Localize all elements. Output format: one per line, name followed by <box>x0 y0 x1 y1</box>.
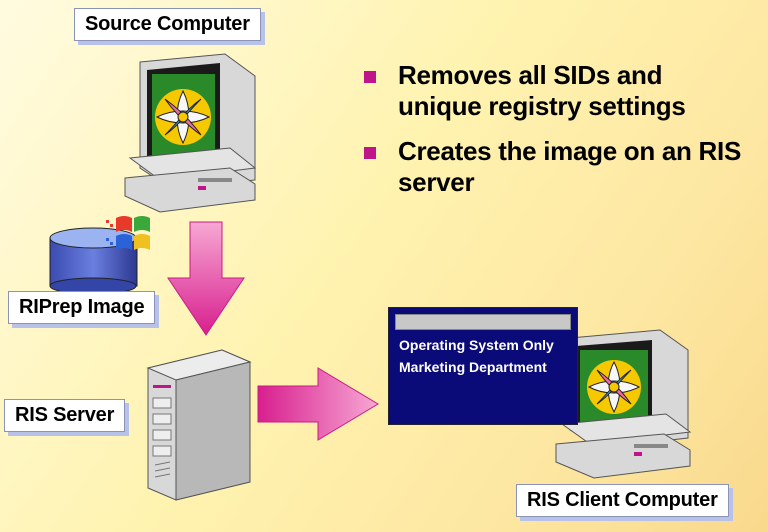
riprep-image-label: RIPrep Image <box>8 291 156 324</box>
window-title-bar <box>395 314 571 330</box>
windows-logo-icon <box>106 216 150 250</box>
source-computer-label: Source Computer <box>74 8 261 41</box>
bullet-text: Creates the image on an RIS server <box>398 136 742 197</box>
image-option-marketing[interactable]: Marketing Department <box>399 359 547 375</box>
image-window: Operating System Only Marketing Departme… <box>388 307 578 425</box>
ris-server-label: RIS Server <box>4 399 126 432</box>
bullet-marker <box>364 71 376 83</box>
bullet-item: Creates the image on an RIS server <box>360 136 750 198</box>
source-computer-icon <box>124 53 257 213</box>
bullet-text: Removes all SIDs and unique registry set… <box>398 60 686 121</box>
ris-client-computer-label: RIS Client Computer <box>516 484 729 517</box>
bullet-item: Removes all SIDs and unique registry set… <box>360 60 750 122</box>
client-computer-icon <box>555 329 692 479</box>
image-option-os-only[interactable]: Operating System Only <box>399 337 554 353</box>
right-arrow-icon <box>257 367 379 441</box>
down-arrow-icon <box>167 221 245 336</box>
tower-server-icon <box>146 349 252 501</box>
bullet-marker <box>364 147 376 159</box>
bullet-list: Removes all SIDs and unique registry set… <box>360 60 750 212</box>
